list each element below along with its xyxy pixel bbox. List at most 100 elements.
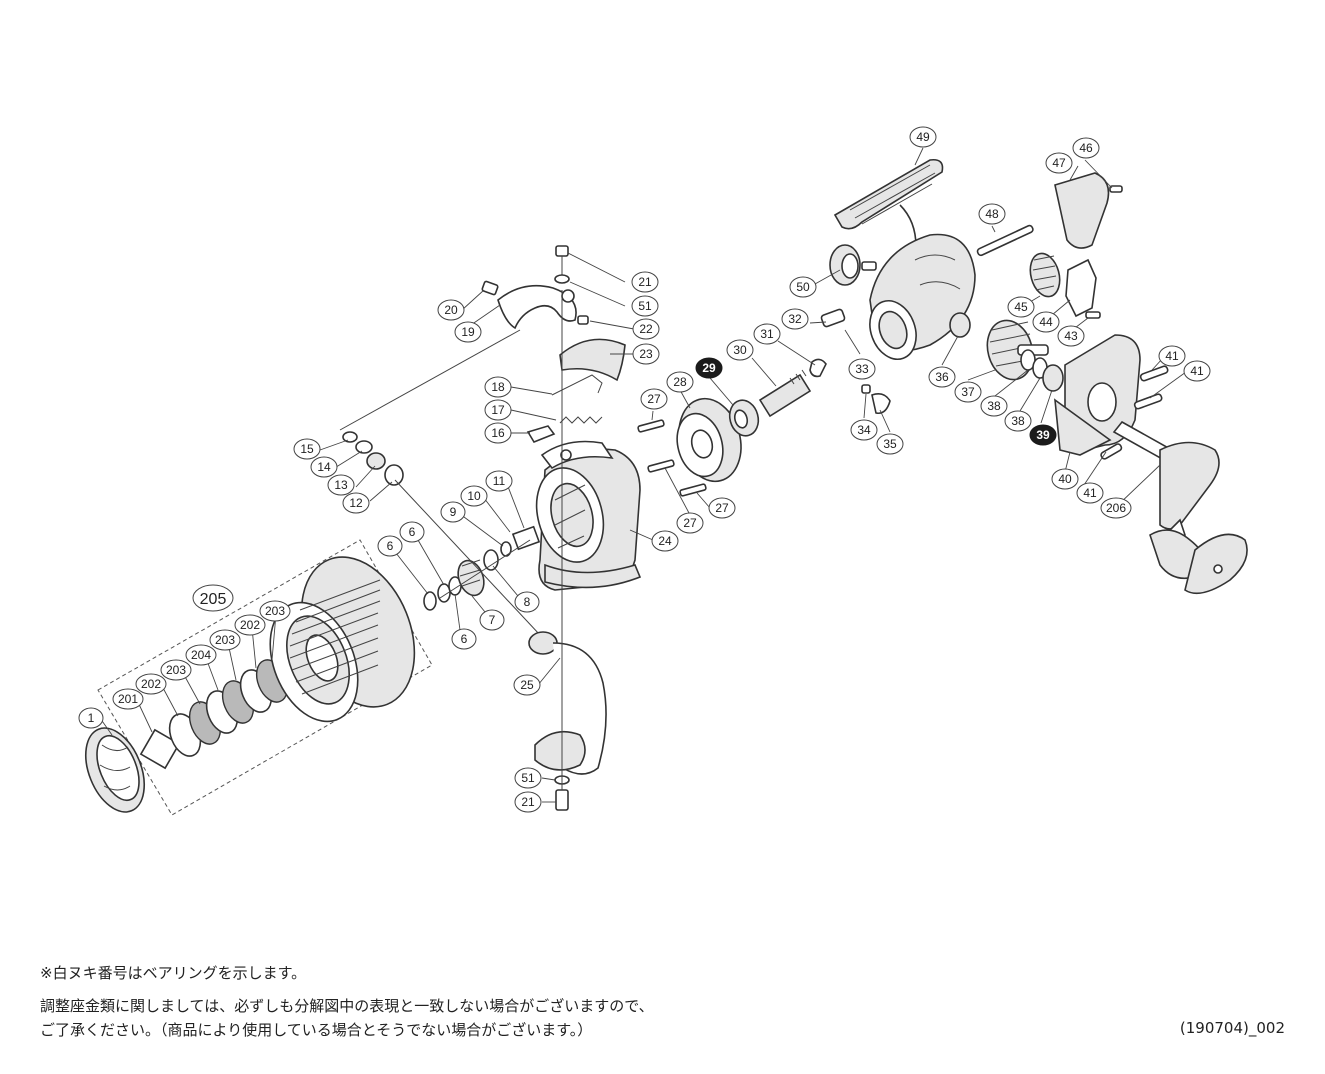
label-p51b[interactable]: 51 <box>514 767 542 789</box>
svg-text:31: 31 <box>760 327 774 341</box>
label-p27c[interactable]: 27 <box>708 497 736 519</box>
label-p47[interactable]: 47 <box>1045 152 1073 174</box>
label-p35[interactable]: 35 <box>876 433 904 455</box>
label-p37[interactable]: 37 <box>954 381 982 403</box>
label-p205[interactable]: 205 <box>192 584 234 612</box>
label-p13[interactable]: 13 <box>327 474 355 496</box>
svg-text:6: 6 <box>409 525 416 539</box>
label-p203b[interactable]: 203 <box>209 629 241 651</box>
label-p41b[interactable]: 41 <box>1183 360 1211 382</box>
label-p21a[interactable]: 21 <box>631 271 659 293</box>
label-p15[interactable]: 15 <box>293 438 321 460</box>
label-p41c[interactable]: 41 <box>1076 482 1104 504</box>
label-p29-bearing[interactable]: 29 <box>695 357 723 379</box>
svg-text:47: 47 <box>1052 156 1066 170</box>
svg-text:36: 36 <box>935 370 949 384</box>
label-p50[interactable]: 50 <box>789 276 817 298</box>
label-p43[interactable]: 43 <box>1057 325 1085 347</box>
svg-text:34: 34 <box>857 423 871 437</box>
svg-text:8: 8 <box>524 595 531 609</box>
label-p49[interactable]: 49 <box>909 126 937 148</box>
svg-text:21: 21 <box>521 795 535 809</box>
label-p6a[interactable]: 6 <box>377 535 403 557</box>
label-p202a[interactable]: 202 <box>135 673 167 695</box>
svg-text:32: 32 <box>788 312 802 326</box>
svg-text:18: 18 <box>491 380 505 394</box>
label-p46[interactable]: 46 <box>1072 137 1100 159</box>
svg-text:41: 41 <box>1190 364 1204 378</box>
label-p6b[interactable]: 6 <box>399 521 425 543</box>
label-p34[interactable]: 34 <box>850 419 878 441</box>
label-p41a[interactable]: 41 <box>1158 345 1186 367</box>
svg-text:48: 48 <box>985 207 999 221</box>
label-p202b[interactable]: 202 <box>234 614 266 636</box>
label-p21b[interactable]: 21 <box>514 791 542 813</box>
svg-text:30: 30 <box>733 343 747 357</box>
svg-text:14: 14 <box>317 460 331 474</box>
label-p39-bearing[interactable]: 39 <box>1029 424 1057 446</box>
label-p201[interactable]: 201 <box>112 688 144 710</box>
label-p206[interactable]: 206 <box>1100 497 1132 519</box>
svg-text:205: 205 <box>200 591 227 608</box>
label-p14[interactable]: 14 <box>310 456 338 478</box>
label-p203a[interactable]: 203 <box>160 659 192 681</box>
label-p40[interactable]: 40 <box>1051 468 1079 490</box>
svg-text:203: 203 <box>215 633 235 647</box>
svg-text:7: 7 <box>489 613 496 627</box>
label-p48[interactable]: 48 <box>978 203 1006 225</box>
svg-text:41: 41 <box>1165 349 1179 363</box>
label-p31[interactable]: 31 <box>753 323 781 345</box>
label-p51a[interactable]: 51 <box>631 295 659 317</box>
svg-text:17: 17 <box>491 403 505 417</box>
drag-knob-part <box>84 727 146 813</box>
label-p16[interactable]: 16 <box>484 422 512 444</box>
label-p18[interactable]: 18 <box>484 376 512 398</box>
rotor-part <box>535 440 642 591</box>
svg-text:23: 23 <box>639 347 653 361</box>
svg-text:25: 25 <box>520 678 534 692</box>
svg-text:9: 9 <box>450 505 457 519</box>
label-p20[interactable]: 20 <box>437 299 465 321</box>
svg-text:50: 50 <box>796 280 810 294</box>
svg-text:11: 11 <box>493 474 506 488</box>
label-p204[interactable]: 204 <box>185 644 217 666</box>
label-p28[interactable]: 28 <box>666 371 694 393</box>
label-p27b[interactable]: 27 <box>676 512 704 534</box>
label-p30[interactable]: 30 <box>726 339 754 361</box>
label-p38a[interactable]: 38 <box>980 395 1008 417</box>
label-p27a[interactable]: 27 <box>640 388 668 410</box>
label-p45[interactable]: 45 <box>1007 296 1035 318</box>
svg-text:38: 38 <box>987 399 1001 413</box>
label-p44[interactable]: 44 <box>1032 311 1060 333</box>
label-p23[interactable]: 23 <box>632 343 660 365</box>
label-p7[interactable]: 7 <box>479 609 505 631</box>
svg-text:16: 16 <box>491 426 505 440</box>
label-p8[interactable]: 8 <box>514 591 540 613</box>
svg-text:51: 51 <box>638 299 652 313</box>
label-p25[interactable]: 25 <box>513 674 541 696</box>
label-p24[interactable]: 24 <box>651 530 679 552</box>
label-p9[interactable]: 9 <box>440 501 466 523</box>
drag-washers <box>168 659 289 757</box>
label-p1[interactable]: 1 <box>78 707 104 729</box>
svg-text:45: 45 <box>1014 300 1028 314</box>
label-p12[interactable]: 12 <box>342 492 370 514</box>
label-p17[interactable]: 17 <box>484 399 512 421</box>
svg-text:203: 203 <box>265 604 285 618</box>
label-p10[interactable]: 10 <box>460 485 488 507</box>
label-p11[interactable]: 11 <box>485 470 513 492</box>
reel-body-part <box>829 158 1034 360</box>
label-p6c[interactable]: 6 <box>451 628 477 650</box>
svg-text:20: 20 <box>444 303 458 317</box>
adjustment-note-line-2: ご了承ください。（商品により使用している場合とそうでない場合がございます。） <box>40 1021 593 1039</box>
svg-text:6: 6 <box>387 539 394 553</box>
svg-text:44: 44 <box>1039 315 1053 329</box>
label-p32[interactable]: 32 <box>781 308 809 330</box>
label-p38b[interactable]: 38 <box>1004 410 1032 432</box>
label-p19[interactable]: 19 <box>454 321 482 343</box>
label-p203c[interactable]: 203 <box>259 600 291 622</box>
label-p22[interactable]: 22 <box>632 318 660 340</box>
label-p33[interactable]: 33 <box>848 358 876 380</box>
label-p36[interactable]: 36 <box>928 366 956 388</box>
svg-text:203: 203 <box>166 663 186 677</box>
